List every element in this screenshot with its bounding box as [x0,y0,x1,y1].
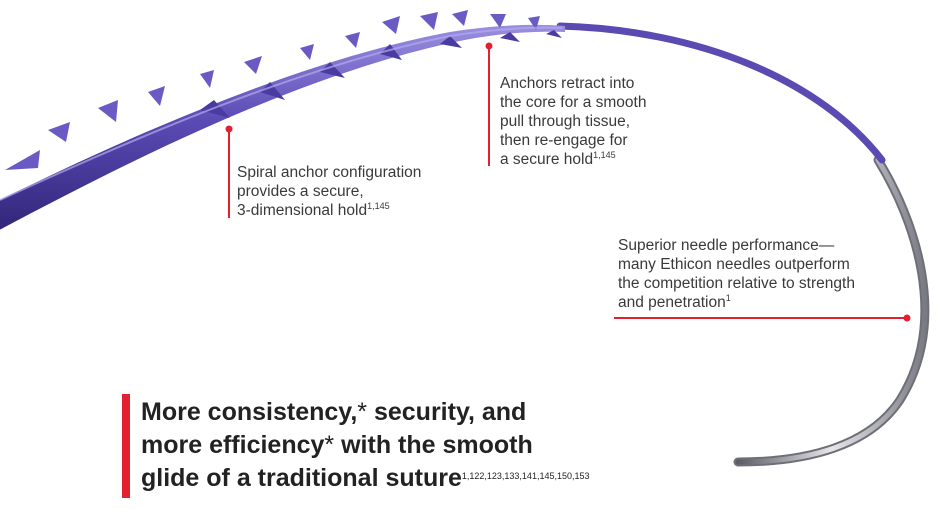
headline: More consistency,* security, and more ef… [141,396,590,495]
headline-text: more efficiency [141,431,325,459]
callout-needle-performance: Superior needle performance— many Ethico… [618,236,855,312]
callout-line: many Ethicon needles outperform [618,256,850,273]
callout-line: Spiral anchor configuration [237,164,422,181]
callout-line: and penetration1 [618,293,855,312]
callout-line: then re-engage for [500,132,628,149]
callout-line: 3-dimensional hold1,145 [237,201,421,220]
headline-accent-bar [122,394,130,498]
callout-line: pull through tissue, [500,113,631,130]
callout-anchors-retract: Anchors retract into the core for a smoo… [500,74,646,169]
asterisk: * [357,398,368,426]
callout-line: a secure hold1,145 [500,150,646,169]
callout-leaders [225,42,911,322]
reference-superscript: 1,145 [367,200,390,211]
headline-text: More consistency, [141,398,358,426]
reference-superscript: 1 [725,292,731,303]
callout-line-text: 3-dimensional hold [237,202,368,219]
headline-text: glide of a traditional suture [141,464,462,492]
headline-text: security, and [367,398,527,426]
callout-line: the competition relative to strength [618,275,855,292]
headline-line: more efficiency* with the smooth [141,429,590,462]
callout-line: the core for a smooth [500,94,647,111]
headline-line: glide of a traditional suture1,122,123,1… [141,462,590,495]
callout-line: Superior needle performance— [618,237,835,254]
callout-line-text: and penetration [618,294,726,311]
headline-line: More consistency,* security, and [141,396,590,429]
reference-superscript: 1,122,123,133,141,145,150,153 [461,470,590,481]
barbed-suture [0,10,565,230]
needle [733,155,930,467]
suture-thread [556,22,886,164]
callout-spiral-anchor: Spiral anchor configuration provides a s… [237,163,421,220]
callout-line: Anchors retract into [500,75,635,92]
callout-line-text: a secure hold [500,151,594,168]
reference-superscript: 1,145 [593,149,616,160]
asterisk: * [324,431,335,459]
callout-line: provides a secure, [237,183,364,200]
headline-text: with the smooth [334,431,533,459]
